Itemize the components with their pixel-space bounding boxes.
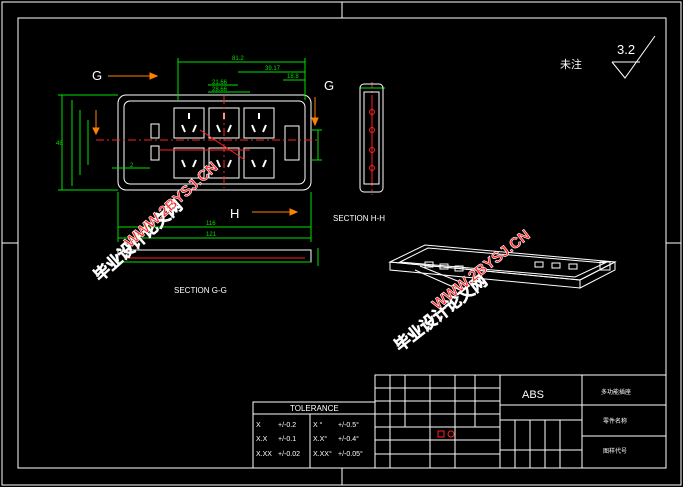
section-hh-view [359,83,384,193]
watermark-right: 毕业设计论文网 WWW.2BYSJ.CN [390,226,533,355]
title-block-text: ABS 多功能插座 零件名称 图样代号 [522,388,631,455]
dimension-labels: 81.2 39.17 18.8 21.66 28.66 116 121 48 2 [56,56,299,238]
tolerance-table: TOLERANCE X +/-0.2 X ° +/-0.5° X.X +/-0.… [256,404,363,458]
dim-39: 39.17 [265,66,281,72]
part-number: 图样代号 [603,447,627,455]
label-h: H [230,206,239,221]
tol-linear-2: X.XX [256,451,272,458]
dim-81: 81.2 [232,56,244,62]
dimension-lines [58,58,385,266]
section-gg-title: SECTION G-G [174,286,227,295]
tol-ang-tol-0: +/-0.5° [338,421,359,429]
tol-linear-tol-0: +/-0.2 [278,422,296,429]
tol-ang-0: X ° [313,421,323,429]
view-labels: G G H SECTION H-H SECTION G-G 3.2 未注 [92,42,635,295]
part-name: 零件名称 [603,417,627,425]
view-arrows [92,72,319,216]
section-hh-title: SECTION H-H [333,214,385,223]
tol-ang-tol-1: +/-0.4° [338,435,359,443]
tol-ang-2: X.XX° [313,450,332,458]
dim-21a: 21.66 [212,80,228,86]
plan-view [117,94,312,191]
tol-ang-tol-2: +/-0.05° [338,450,363,458]
tolerance-title: TOLERANCE [290,404,339,413]
dim-2: 2 [130,163,134,169]
socket-slots [181,113,267,168]
dim-121: 121 [206,232,217,238]
watermark-right-url: WWW.2BYSJ.CN [429,227,533,314]
isometric-view [388,244,617,291]
dim-21b: 28.66 [212,87,228,93]
dim-116: 116 [206,221,216,227]
dim-48: 48 [56,141,63,147]
tol-linear-1: X.X [256,436,268,443]
surface-finish-symbol [611,35,656,79]
surface-finish-value: 3.2 [617,42,635,57]
tol-linear-tol-1: +/-0.1 [278,436,296,443]
product-name: 多功能插座 [601,388,631,396]
tol-linear-0: X [256,422,261,429]
section-gg-view [117,249,312,263]
title-block [252,374,667,469]
dim-18: 18.8 [287,74,299,80]
tol-ang-1: X.X° [313,435,327,443]
surface-finish-note: 未注 [560,57,582,71]
label-g-left: G [92,68,102,83]
material: ABS [522,389,544,401]
watermark-left: 毕业设计论文网 WWW.2BYSJ.CN [90,158,222,285]
tol-linear-tol-2: +/-0.02 [278,451,300,458]
label-g: G [324,78,334,93]
